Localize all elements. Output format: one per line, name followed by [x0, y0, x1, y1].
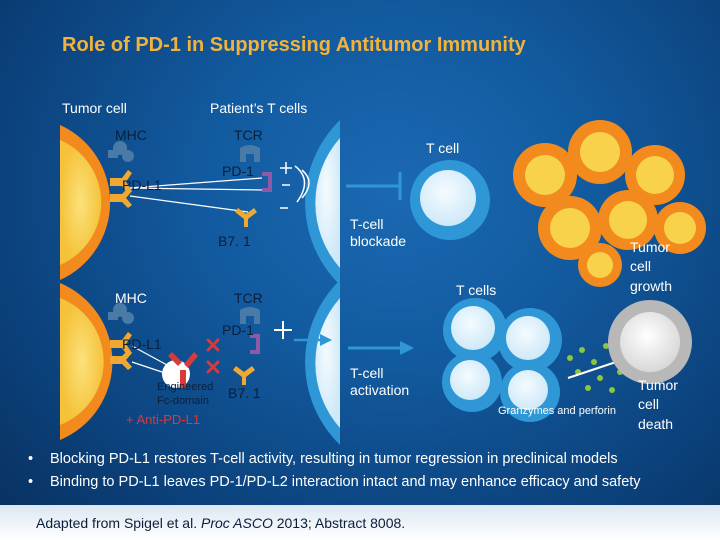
pd1-receptor-top	[262, 172, 272, 192]
label-tumor-death-2: cell	[638, 396, 660, 412]
label-t-cell-activation-1: T-cell	[350, 365, 384, 381]
citation-prefix: Adapted from Spigel et al.	[36, 515, 201, 531]
granzyme-perforin-dots	[567, 343, 635, 393]
t-cells-cluster	[442, 298, 562, 422]
label-t-cell-blockade-2: blockade	[350, 233, 407, 249]
bullet-item: •Binding to PD-L1 leaves PD-1/PD-L2 inte…	[28, 474, 641, 490]
label-tumor-death-1: Tumor	[638, 377, 678, 393]
citation-suffix: 2013; Abstract 8008.	[272, 515, 406, 531]
label-engineered-2: Fc-domain	[157, 395, 209, 407]
mhc-molecule-bottom	[108, 303, 134, 324]
label-t-cell-blockade-1: T-cell	[350, 216, 384, 232]
bullet-item: •Blocking PD-L1 restores T-cell activity…	[28, 451, 618, 467]
label-tumor-growth-1: Tumor	[630, 239, 670, 255]
activation-arrow-right	[348, 341, 414, 355]
label-pd1-bottom: PD-1	[222, 322, 254, 338]
label-b71-top: B7. 1	[218, 233, 251, 249]
label-b71-bottom: B7. 1	[228, 385, 261, 401]
label-patients-t-cells: Patient’s T cells	[210, 100, 308, 116]
signal-signs-top	[280, 162, 310, 209]
tumor-cell-cluster	[513, 120, 706, 287]
blockade-inhibitor-symbol	[346, 172, 402, 200]
label-granzymes: Granzymes and perforin	[498, 405, 616, 417]
pdl1-molecule-top	[110, 170, 132, 208]
slide-title: Role of PD-1 in Suppressing Antitumor Im…	[62, 34, 526, 56]
label-anti-pdl1: + Anti-PD-L1	[126, 412, 201, 427]
inhibition-x-marks	[206, 338, 220, 374]
bullet-list: •Blocking PD-L1 restores T-cell activity…	[28, 448, 641, 494]
bottom-t-cell	[305, 280, 340, 445]
dead-tumor-cell	[608, 300, 692, 384]
activation-arrow-left	[294, 334, 332, 346]
label-t-cell-activation-2: activation	[350, 382, 410, 398]
footer-band	[0, 505, 720, 540]
label-pd1-top: PD-1	[222, 163, 254, 179]
label-mhc-bottom: MHC	[115, 290, 147, 306]
b71-receptor-top	[235, 208, 257, 227]
top-tumor-cell	[60, 125, 111, 280]
label-tumor-growth-2: cell	[630, 258, 652, 274]
pdl1-interaction-lines-top	[129, 177, 263, 213]
tcr-receptor-top	[240, 145, 260, 162]
bullet-text-1: Blocking PD-L1 restores T-cell activity,…	[50, 451, 618, 467]
citation: Adapted from Spigel et al. Proc ASCO 201…	[36, 515, 405, 531]
top-t-cell	[305, 120, 340, 285]
pd1-receptor-bottom	[250, 334, 260, 354]
label-pdl1-top: PD-L1	[122, 177, 162, 193]
b71-receptor-bottom	[233, 366, 255, 385]
pdl1-molecule-bottom	[110, 332, 132, 370]
label-mhc-top: MHC	[115, 127, 147, 143]
tcr-receptor-bottom	[240, 307, 260, 324]
label-tumor-cell: Tumor cell	[62, 100, 127, 116]
label-t-cells: T cells	[456, 282, 497, 298]
label-tumor-growth-3: growth	[630, 278, 673, 294]
anti-pdl1-antibody-shape	[162, 352, 198, 388]
label-tumor-death-3: death	[638, 416, 674, 432]
bottom-tumor-cell	[60, 283, 113, 440]
activation-plus-sign	[274, 321, 292, 339]
label-engineered-1: Engineered	[157, 381, 214, 393]
single-t-cell	[410, 160, 490, 240]
label-t-cell: T cell	[426, 140, 460, 156]
citation-journal: Proc ASCO	[201, 515, 273, 531]
label-pdl1-bottom: PD-L1	[122, 336, 162, 352]
label-tcr-bottom: TCR	[234, 290, 263, 306]
label-tcr-top: TCR	[234, 127, 263, 143]
mhc-molecule-top	[108, 141, 134, 162]
bullet-text-2: Binding to PD-L1 leaves PD-1/PD-L2 inter…	[50, 474, 641, 490]
